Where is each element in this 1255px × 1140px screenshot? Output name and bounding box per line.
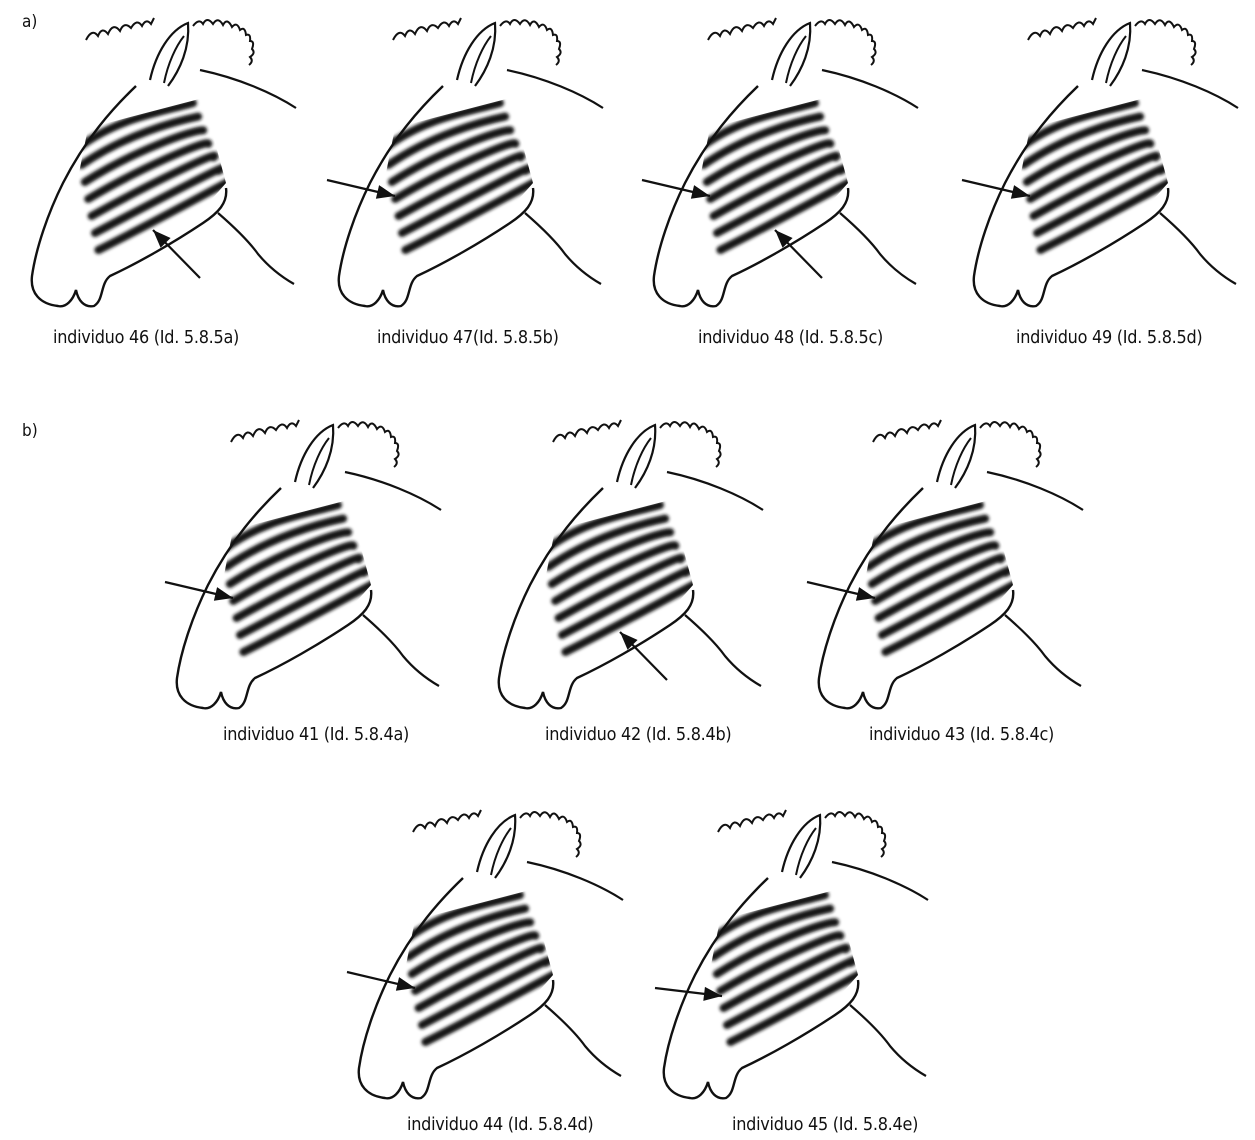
panel-caption: individuo 48 (Id. 5.8.5c) — [698, 328, 883, 348]
throat-line — [1005, 615, 1081, 686]
zebra-head-icon — [163, 410, 463, 725]
zebra-head-icon — [960, 8, 1255, 328]
neck-line — [527, 862, 623, 900]
panel-caption: individuo 44 (Id. 5.8.4d) — [407, 1115, 593, 1135]
panel-caption: individuo 46 (Id. 5.8.5a) — [53, 328, 239, 348]
zebra-head-icon — [18, 8, 318, 328]
throat-line — [363, 615, 439, 686]
mane-front-line — [231, 420, 299, 442]
neck-line — [987, 472, 1083, 510]
zebra-head-icon — [325, 8, 625, 328]
zebra-panel-45: individuo 45 (Id. 5.8.4e) — [650, 800, 950, 1140]
neck-line — [345, 472, 441, 510]
panel-caption: individuo 43 (Id. 5.8.4c) — [869, 725, 1054, 745]
mane-back-line — [660, 422, 721, 467]
mane-back-line — [193, 20, 254, 65]
zebra-panel-44: individuo 44 (Id. 5.8.4d) — [345, 800, 645, 1140]
panel-caption: individuo 49 (Id. 5.8.5d) — [1016, 328, 1202, 348]
mane-front-line — [708, 18, 776, 40]
mane-back-line — [1135, 20, 1196, 65]
throat-line — [840, 213, 916, 284]
panel-caption: individuo 45 (Id. 5.8.4e) — [732, 1115, 918, 1135]
ear-outline — [772, 23, 810, 86]
zebra-head-icon — [805, 410, 1105, 725]
mane-back-line — [500, 20, 561, 65]
throat-line — [545, 1005, 621, 1076]
mane-front-line — [873, 420, 941, 442]
mane-back-line — [815, 20, 876, 65]
zebra-panel-48: individuo 48 (Id. 5.8.5c) — [640, 8, 940, 348]
neck-line — [1142, 70, 1238, 108]
mane-back-line — [980, 422, 1041, 467]
ear-outline — [457, 23, 495, 86]
mane-back-line — [520, 812, 581, 857]
zebra-panel-47: individuo 47(Id. 5.8.5b) — [325, 8, 625, 348]
zebra-panel-42: individuo 42 (Id. 5.8.4b) — [485, 410, 785, 750]
ear-outline — [782, 815, 820, 878]
ear-outline — [1092, 23, 1130, 86]
zebra-panel-49: individuo 49 (Id. 5.8.5d) — [960, 8, 1255, 348]
mane-front-line — [413, 810, 481, 832]
throat-line — [1160, 213, 1236, 284]
mane-front-line — [1028, 18, 1096, 40]
ear-outline — [295, 425, 333, 488]
zebra-panel-46: individuo 46 (Id. 5.8.5a) — [18, 8, 318, 348]
mane-front-line — [718, 810, 786, 832]
mane-front-line — [86, 18, 154, 40]
neck-line — [822, 70, 918, 108]
panel-caption: individuo 47(Id. 5.8.5b) — [377, 328, 559, 348]
throat-line — [218, 213, 294, 284]
ear-outline — [617, 425, 655, 488]
mane-back-line — [338, 422, 399, 467]
neck-line — [200, 70, 296, 108]
throat-line — [685, 615, 761, 686]
neck-line — [507, 70, 603, 108]
zebra-panel-41: individuo 41 (Id. 5.8.4a) — [163, 410, 463, 750]
neck-line — [667, 472, 763, 510]
section-label-b: b) — [22, 421, 38, 441]
panel-caption: individuo 41 (Id. 5.8.4a) — [223, 725, 409, 745]
ear-outline — [150, 23, 188, 86]
zebra-head-icon — [640, 8, 940, 328]
ear-outline — [937, 425, 975, 488]
mane-front-line — [553, 420, 621, 442]
mane-back-line — [825, 812, 886, 857]
ear-outline — [477, 815, 515, 878]
neck-line — [832, 862, 928, 900]
zebra-panel-43: individuo 43 (Id. 5.8.4c) — [805, 410, 1105, 750]
throat-line — [525, 213, 601, 284]
zebra-head-icon — [345, 800, 645, 1115]
panel-caption: individuo 42 (Id. 5.8.4b) — [545, 725, 731, 745]
zebra-head-icon — [650, 800, 950, 1115]
zebra-head-icon — [485, 410, 785, 725]
throat-line — [850, 1005, 926, 1076]
mane-front-line — [393, 18, 461, 40]
